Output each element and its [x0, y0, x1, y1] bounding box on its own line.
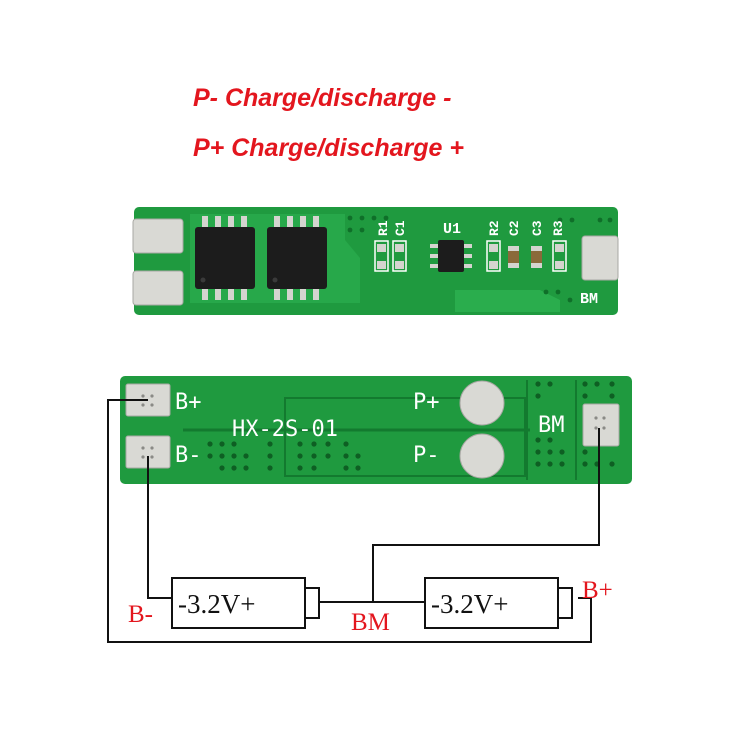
ref-r2: R2 [487, 220, 502, 236]
bottom-silk-box [284, 397, 526, 477]
c1-outline [392, 240, 407, 272]
silk-p-plus: P+ [413, 390, 440, 415]
label-b-plus: B+ [582, 577, 613, 604]
caption-discharge-negative: P- Charge/discharge - [193, 84, 452, 112]
caption-discharge-positive: P+ Charge/discharge + [193, 134, 464, 162]
top-pcb: R1 C1 U1 R2 C2 C3 R3 BM [132, 207, 619, 315]
ref-c3: C3 [530, 220, 545, 236]
wiring [107, 399, 600, 643]
ic-u1-body [438, 240, 464, 272]
top-copper-trace [455, 290, 560, 312]
top-pad-bm [581, 235, 619, 281]
ic-u1 [430, 240, 472, 272]
silk-b-plus: B+ [175, 390, 202, 415]
bottom-pcb: B+ B- HX-2S-01 P+ P- BM [120, 376, 632, 484]
bottom-pad-p-plus [459, 380, 505, 426]
silk-b-minus: B- [175, 443, 202, 468]
battery-cell-1-terminal [304, 587, 320, 619]
capacitor-c3 [531, 246, 542, 268]
battery-cell-2-voltage: -3.2V+ [431, 589, 508, 619]
label-b-minus: B- [128, 601, 153, 628]
r1-outline [374, 240, 389, 272]
ref-bm-top: BM [580, 291, 598, 308]
top-pad-b-minus [132, 270, 184, 306]
r3-outline [552, 240, 567, 272]
bottom-pad-bm [582, 403, 620, 447]
wire-bm [372, 428, 600, 602]
mosfet-2 [267, 216, 327, 300]
capacitor-c2 [508, 246, 519, 268]
battery-cell-1: -3.2V+ [171, 577, 320, 629]
mosfet-1 [195, 216, 255, 300]
wire-b-minus [147, 456, 172, 599]
battery-cell-1-body [171, 577, 306, 629]
ref-c2: C2 [507, 220, 522, 236]
silk-p-minus: P- [413, 443, 440, 468]
mosfet-2-body [267, 227, 327, 289]
battery-cell-2: -3.2V+ [424, 577, 573, 629]
top-pad-b-plus [132, 218, 184, 254]
battery-cell-2-terminal [557, 587, 573, 619]
r2-outline [486, 240, 501, 272]
mosfet-1-body [195, 227, 255, 289]
bottom-vias [207, 381, 615, 471]
silk-model: HX-2S-01 [232, 417, 338, 442]
wire-b-plus [107, 399, 592, 643]
top-vias [347, 215, 613, 303]
ref-u1: U1 [443, 221, 461, 238]
ref-r3: R3 [551, 220, 566, 236]
label-bm: BM [351, 609, 390, 636]
battery-cell-1-voltage: -3.2V+ [178, 589, 255, 619]
ref-c1: C1 [393, 220, 408, 236]
silk-bm: BM [538, 413, 565, 438]
ref-r1: R1 [376, 220, 391, 236]
bottom-pad-p-minus [459, 433, 505, 479]
